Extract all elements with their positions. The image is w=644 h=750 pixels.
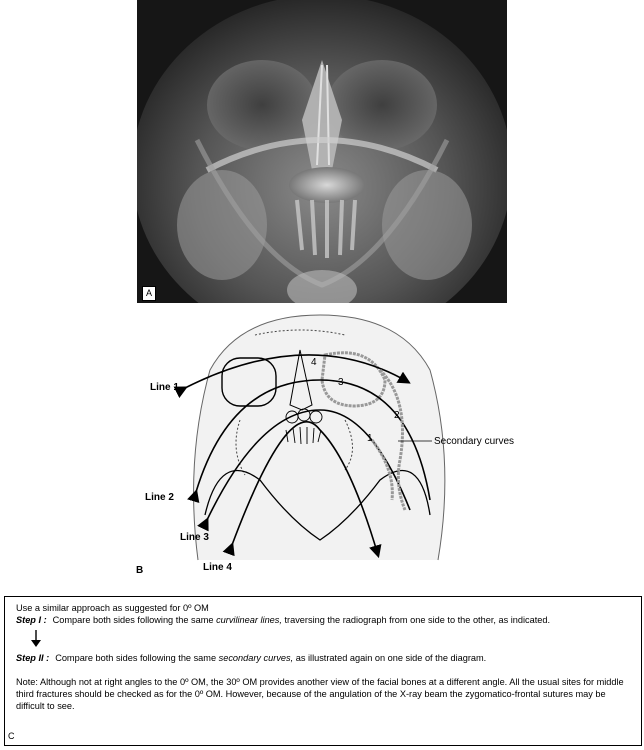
line-1-label: Line 1 [150, 382, 179, 393]
step-1-label: Step I : [16, 615, 47, 626]
line-4-curve [222, 421, 382, 559]
curves-diagram: Line 1 Line 2 Line 3 Line 4 Secondary cu… [136, 314, 514, 576]
radiograph-image [137, 0, 507, 303]
secondary-curve-1 [370, 439, 394, 501]
note-text: Note: Although not at right angles to th… [16, 676, 624, 711]
line-1-curve [173, 354, 411, 399]
teeth [285, 408, 323, 445]
step-1: Step I : Compare both sides following th… [16, 614, 630, 626]
mandible-outline [204, 469, 431, 541]
panel-a-label: A [142, 286, 157, 301]
panel-c-label: C [8, 731, 15, 742]
step-2-text: Compare both sides following the same se… [55, 653, 487, 664]
intro-text: Use a similar approach as suggested for … [16, 603, 209, 613]
line-3-curve [197, 409, 411, 532]
step-2: Step II : Compare both sides following t… [16, 652, 630, 664]
step-1-text: Compare both sides following the same cu… [52, 615, 551, 626]
curve-number-3: 3 [338, 377, 344, 388]
line-2-label: Line 2 [145, 492, 174, 503]
down-arrow-icon [31, 630, 41, 648]
step-2-label: Step II : [16, 653, 50, 664]
line-4-label: Line 4 [203, 562, 232, 573]
curve-number-1: 1 [367, 433, 373, 444]
instructions-box: Use a similar approach as suggested for … [4, 596, 642, 746]
curve-number-4: 4 [311, 357, 317, 368]
curve-number-2: 2 [394, 410, 400, 421]
line-2-curve [187, 379, 431, 504]
panel-b-label: B [136, 565, 143, 576]
secondary-curve-2 [378, 368, 407, 511]
line-3-label: Line 3 [180, 532, 209, 543]
secondary-curves-label: Secondary curves [434, 436, 514, 447]
